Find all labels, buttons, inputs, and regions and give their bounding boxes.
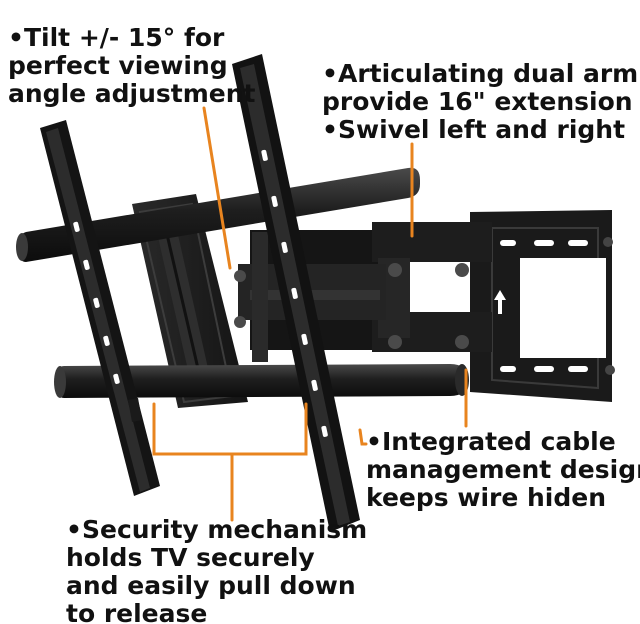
callout-tilt-line2: perfect viewing: [8, 51, 228, 80]
security-bracket-line: [152, 402, 308, 456]
callout-arm-line2: provide 16" extension: [322, 87, 633, 116]
callout-security-line1: •Security mechanism: [66, 515, 368, 544]
callout-cable-line2: management design: [366, 455, 640, 484]
support-bars: [16, 167, 469, 398]
callout-cable-line3: keeps wire hiden: [366, 483, 607, 512]
wall-plate: [470, 210, 615, 402]
tilt-bracket: [132, 194, 248, 408]
callout-tilt-line1: •Tilt +/- 15° for: [8, 23, 225, 52]
right-tv-rail: [232, 54, 360, 532]
callout-security-line4: to release: [66, 599, 208, 624]
callout-tilt-line3: angle adjustment: [8, 79, 256, 108]
wall-plate-slots: [500, 240, 588, 372]
callout-cable-line1: •Integrated cable: [366, 427, 616, 456]
callout-security-line3: and easily pull down: [66, 571, 356, 600]
cable-leader-stub: [358, 428, 368, 446]
callout-articulating-arm: •Articulating dual arm provide 16" exten…: [322, 60, 638, 144]
leader-lines: [152, 106, 468, 522]
up-arrow-icon: [494, 290, 506, 314]
callout-security-line2: holds TV securely: [66, 543, 315, 572]
wall-plate-cutout: [520, 258, 606, 358]
callout-tilt: •Tilt +/- 15° for perfect viewing angle …: [8, 24, 256, 108]
callout-cable-management: •Integrated cable management design keep…: [366, 428, 640, 512]
callout-arm-line1: •Articulating dual arm: [322, 59, 639, 88]
left-tv-rail: [40, 120, 160, 496]
tilt-leader-line: [202, 106, 232, 270]
callout-security-mechanism: •Security mechanism holds TV securely an…: [66, 516, 367, 624]
callout-arm-line3: •Swivel left and right: [322, 115, 626, 144]
